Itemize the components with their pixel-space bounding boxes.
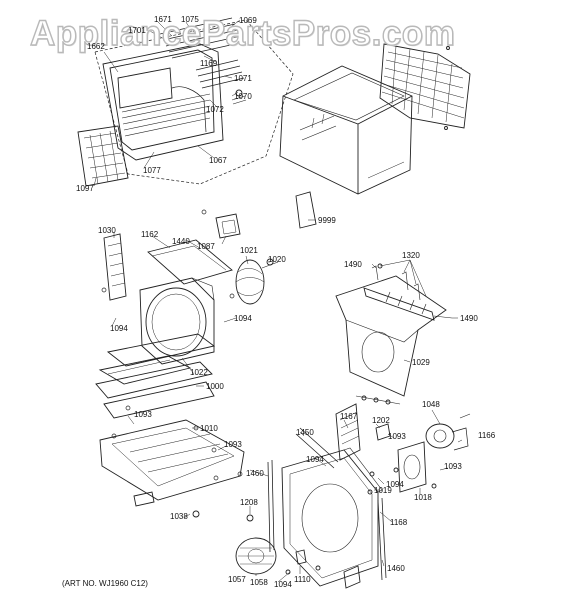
- watermark-text: AppliancePartsPros.com: [29, 13, 456, 53]
- callout-1022: 1022: [190, 368, 208, 377]
- art-number: (ART NO. WJ1960 C12): [62, 579, 148, 588]
- callout-1093-d: 1093: [444, 462, 462, 471]
- air-filter: [77, 125, 129, 187]
- callout-1019: 1019: [374, 486, 392, 495]
- callout-1166: 1166: [478, 431, 496, 440]
- callout-1072: 1072: [206, 105, 224, 114]
- leader-lines: [93, 19, 463, 583]
- screws-left: [101, 209, 243, 481]
- callout-1029: 1029: [412, 358, 430, 367]
- callout-1202: 1202: [372, 416, 390, 425]
- callout-1168: 1168: [390, 518, 408, 527]
- callout-1162: 1162: [141, 230, 159, 239]
- callout-1067: 1067: [209, 156, 227, 165]
- callout-1450: 1450: [296, 428, 314, 437]
- base-pan-assembly: [95, 333, 245, 518]
- callout-1093-c: 1093: [388, 432, 406, 441]
- callout-1094-d: 1094: [306, 455, 324, 464]
- callout-1087: 1087: [197, 242, 215, 251]
- callout-1021: 1021: [240, 246, 258, 255]
- callout-1069: 1069: [239, 16, 257, 25]
- callout-1075: 1075: [181, 15, 199, 24]
- callout-1097: 1097: [76, 184, 94, 193]
- callout-1094-a: 1094: [110, 324, 128, 333]
- condenser-motor-assembly: [235, 395, 471, 589]
- callout-1010: 1010: [200, 424, 218, 433]
- callout-1020: 1020: [268, 255, 286, 264]
- callout-1490-b: 1490: [460, 314, 478, 323]
- callout-1094-b: 1094: [234, 314, 252, 323]
- callout-1671: 1671: [154, 15, 172, 24]
- callout-1167: 1167: [340, 412, 358, 421]
- callout-1048: 1048: [422, 400, 440, 409]
- callout-9999: 9999: [318, 216, 336, 225]
- partition-assembly: [335, 263, 453, 397]
- callout-1093-a: 1093: [134, 410, 152, 419]
- callout-1701: 1701: [128, 26, 146, 35]
- callout-1093-b: 1093: [224, 440, 242, 449]
- front-grille-assembly: [94, 17, 294, 185]
- callout-1110: 1110: [294, 575, 311, 584]
- callout-1460-a: 1460: [246, 469, 264, 478]
- rear-grille: [379, 43, 471, 130]
- callout-1071: 1071: [234, 74, 252, 83]
- callout-1070: 1070: [234, 92, 252, 101]
- callout-1320: 1320: [402, 251, 420, 260]
- shroud-assembly: [103, 213, 279, 365]
- callout-1077: 1077: [143, 166, 161, 175]
- callout-1094-c: 1094: [274, 580, 292, 589]
- callout-1057: 1057: [228, 575, 246, 584]
- callout-1440: 1440: [172, 237, 190, 246]
- outer-case: [279, 65, 413, 195]
- callout-1018: 1018: [414, 493, 432, 502]
- callout-1000: 1000: [206, 382, 224, 391]
- callout-1030: 1030: [98, 226, 116, 235]
- callout-1460-b: 1460: [387, 564, 405, 573]
- callout-1169: 1169: [200, 59, 218, 68]
- callout-1094-e: 1094: [386, 480, 404, 489]
- manual-booklet: [295, 191, 317, 229]
- callout-1490-a: 1490: [344, 260, 362, 269]
- callout-1662: 1662: [87, 42, 105, 51]
- callout-1208: 1208: [240, 498, 258, 507]
- callout-1038: 1038: [170, 512, 188, 521]
- callout-1058: 1058: [250, 578, 268, 587]
